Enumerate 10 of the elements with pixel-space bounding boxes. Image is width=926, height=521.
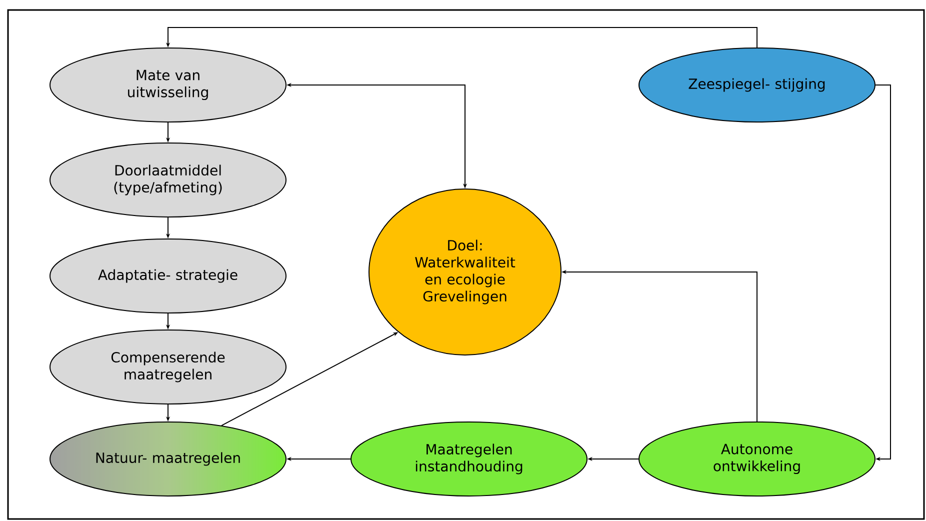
ellipse-node: Maatregelen instandhouding [350,421,588,496]
arrow [875,84,891,462]
ellipse-node: Autonome ontwikkeling [638,421,876,496]
ellipse-node: Doorlaatmiddel (type/afmeting) [50,142,286,218]
ellipse-node: Compenserende maatregelen [50,329,286,404]
ellipse-node: Zeespiegel- stijging [638,48,876,122]
ellipse-node: Mate van uitwisseling [50,48,286,122]
ellipse-node: Doel: Waterkwaliteit en ecologie Grevelingen [368,188,562,356]
ellipse-node: Adaptatie- strategie [50,238,286,314]
ellipse-node: Natuur- maatregelen [50,421,286,496]
